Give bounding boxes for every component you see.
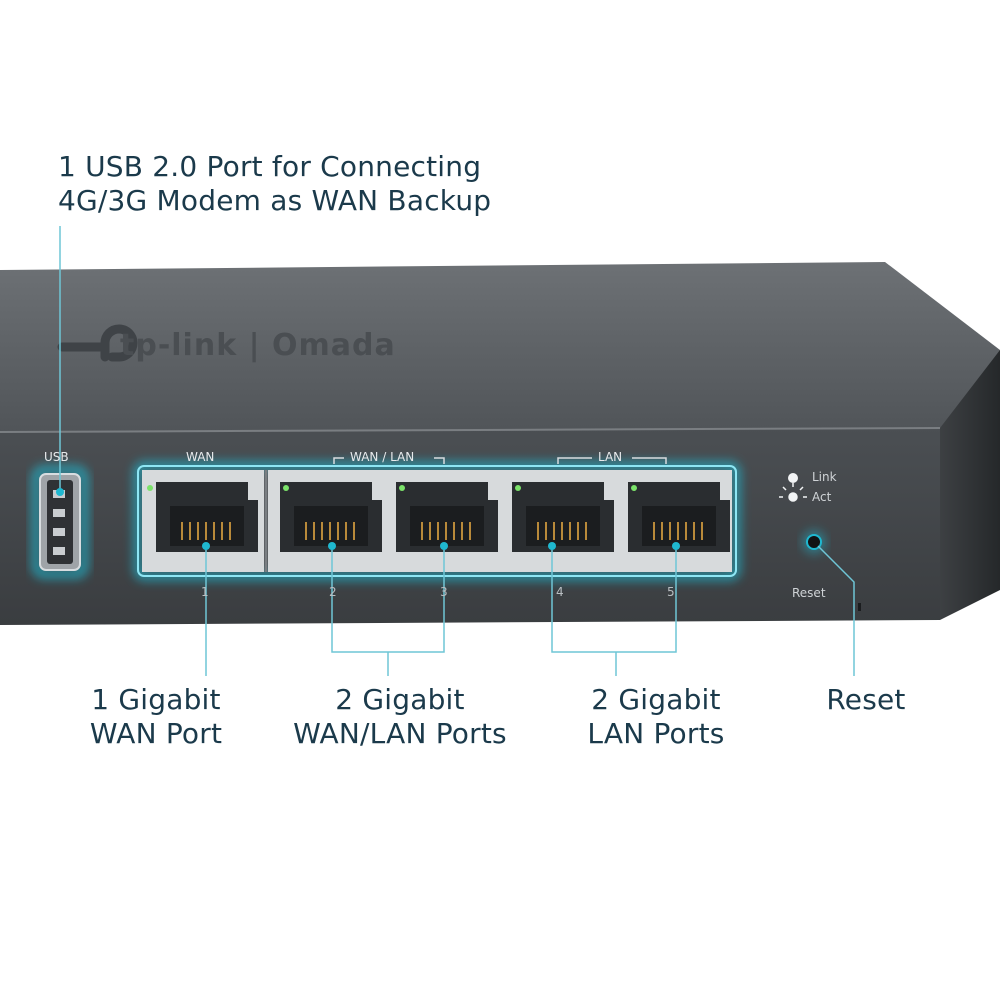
lan-callout-line1: 2 Gigabit <box>591 683 721 716</box>
wanlan-callout-line2: WAN/LAN Ports <box>293 717 507 750</box>
wanlan-label: WAN / LAN <box>350 450 415 464</box>
rj45-port-5 <box>628 482 730 552</box>
usb-port <box>39 473 81 571</box>
act-led-icon <box>779 483 807 502</box>
usb-label: USB <box>44 450 69 464</box>
link-led-icon <box>788 473 798 483</box>
usb-callout-line2: 4G/3G Modem as WAN Backup <box>58 184 492 217</box>
leader-lines <box>56 226 855 676</box>
wan-callout-line2: WAN Port <box>89 717 223 750</box>
reset-callout-line1: Reset <box>826 683 906 716</box>
device-top-surface <box>0 262 1000 440</box>
device-brand-text: tp-link | Omada <box>120 328 396 363</box>
rj45-port-2 <box>280 482 382 552</box>
usb-callout-line1: 1 USB 2.0 Port for Connecting <box>58 150 482 183</box>
rj45-port-3 <box>396 482 498 552</box>
act-label: Act <box>812 490 832 504</box>
port-number: 2 <box>329 585 337 599</box>
wanlan-callout-line1: 2 Gigabit <box>335 683 465 716</box>
device-side-panel <box>940 350 1000 620</box>
rj45-port-4 <box>512 482 614 552</box>
reset-label: Reset <box>792 586 826 600</box>
wanlan-bracket <box>333 457 445 464</box>
lan-bracket <box>557 457 667 464</box>
port-number: 3 <box>440 585 448 599</box>
link-label: Link <box>812 470 837 484</box>
port-number: 5 <box>667 585 675 599</box>
lan-callout-line2: LAN Ports <box>587 717 725 750</box>
usb-callout: 1 USB 2.0 Port for Connecting 4G/3G Mode… <box>58 150 491 218</box>
port-number: 1 <box>201 585 209 599</box>
wan-label: WAN <box>186 450 215 464</box>
wan-callout: 1 Gigabit WAN Port <box>66 683 246 751</box>
lan-callout: 2 Gigabit LAN Ports <box>546 683 766 751</box>
port-number: 4 <box>556 585 564 599</box>
tp-link-logo-icon <box>57 324 138 362</box>
lan-label: LAN <box>598 450 623 464</box>
rj45-port-1 <box>147 482 258 552</box>
wan-callout-line1: 1 Gigabit <box>91 683 221 716</box>
reset-callout: Reset <box>806 683 926 717</box>
wanlan-callout: 2 Gigabit WAN/LAN Ports <box>270 683 530 751</box>
